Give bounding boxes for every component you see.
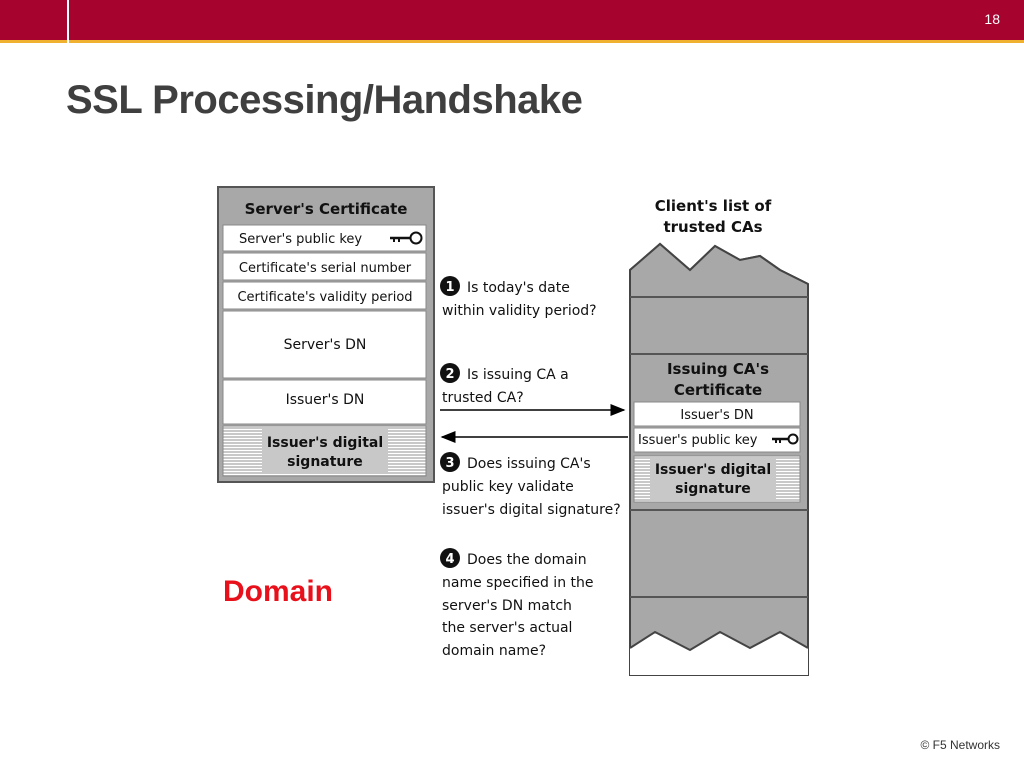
validity-period-label: Certificate's validity period [237, 290, 412, 305]
step-badge-1 [440, 276, 460, 296]
issuer-dn-label: Issuer's DN [286, 392, 365, 408]
issuing-ca-certificate: Issuing CA's Certificate Issuer's DN Iss… [633, 360, 801, 503]
header-divider [67, 0, 69, 46]
step-badge-4 [440, 548, 460, 568]
step-badge-2 [440, 363, 460, 383]
ca-issuer-dn-label: Issuer's DN [680, 408, 753, 423]
client-list-heading-line2: trusted CAs [663, 218, 762, 236]
server-certificate-heading: Server's Certificate [245, 200, 408, 218]
step-3-line-3: issuer's digital signature? [442, 502, 621, 518]
issuing-ca-heading-line2: Certificate [674, 381, 762, 399]
step-1-line-2: within validity period? [442, 303, 597, 319]
step-number-4: 4 [445, 552, 454, 567]
domain-annotation: Domain [223, 575, 334, 608]
step-3-line-2: public key validate [442, 479, 574, 495]
header-bar [0, 0, 1024, 40]
key-icon [390, 231, 423, 245]
step-number-2: 2 [445, 367, 454, 382]
client-list-heading-line1: Client's list of [655, 197, 772, 215]
ca-signature-line2: signature [675, 481, 751, 497]
step-number-3: 3 [445, 456, 454, 471]
page-title: SSL Processing/Handshake [66, 78, 583, 122]
step-1: 1 Is today's date within validity period… [440, 276, 597, 319]
server-signature-line2: signature [287, 454, 363, 470]
header-accent-line [0, 40, 1024, 43]
step-2: 2 Is issuing CA a trusted CA? [440, 363, 569, 406]
ca-signature-line1: Issuer's digital [655, 462, 771, 478]
server-certificate: Server's Certificate Server's public key… [217, 186, 435, 483]
step-badge-3 [440, 452, 460, 472]
step-2-line-1: Is issuing CA a [467, 367, 569, 383]
step-3-line-1: Does issuing CA's [467, 456, 591, 472]
key-icon [772, 433, 799, 445]
ca-public-key-label: Issuer's public key [638, 433, 758, 448]
step-1-line-1: Is today's date [467, 280, 570, 296]
server-public-key-label: Server's public key [239, 232, 362, 247]
step-3: 3 Does issuing CA's public key validate … [440, 452, 621, 518]
step-2-line-2: trusted CA? [442, 390, 524, 406]
step-4-line-4: the server's actual [442, 620, 572, 636]
step-4: 4 Does the domain name specified in the … [440, 548, 594, 659]
issuing-ca-heading-line1: Issuing CA's [667, 360, 769, 378]
step-4-line-1: Does the domain [467, 552, 587, 568]
server-signature-line1: Issuer's digital [267, 435, 383, 451]
footer-copyright: © F5 Networks [920, 738, 1000, 752]
step-4-line-3: server's DN match [442, 598, 572, 614]
serial-number-label: Certificate's serial number [239, 261, 412, 276]
slide-number: 18 [984, 11, 1000, 27]
step-4-line-5: domain name? [442, 643, 546, 659]
step-number-1: 1 [445, 280, 454, 295]
client-trusted-ca-list: Client's list of trusted CAs Issuing CA'… [629, 197, 809, 676]
server-dn-label: Server's DN [284, 337, 367, 353]
step-4-line-2: name specified in the [442, 575, 594, 591]
